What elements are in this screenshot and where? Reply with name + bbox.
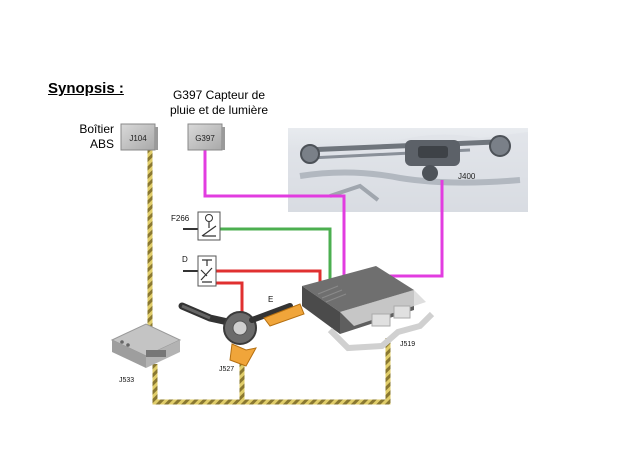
j400-label: J400 bbox=[458, 172, 476, 181]
j104-label: J104 bbox=[129, 134, 147, 143]
d-switch-symbol bbox=[197, 255, 217, 287]
diagram-title: Synopsis : bbox=[48, 80, 124, 97]
red-wires bbox=[216, 269, 322, 312]
j519-label: J519 bbox=[400, 341, 415, 348]
g397-caption-line-2: pluie et de lumière bbox=[169, 103, 269, 117]
g397-label: G397 bbox=[195, 134, 215, 143]
f266-label: F266 bbox=[171, 214, 190, 223]
d-label: D bbox=[182, 255, 188, 264]
j533-label: J533 bbox=[119, 377, 134, 384]
green-wire bbox=[220, 227, 332, 281]
can-bus-wires bbox=[147, 150, 391, 405]
j519-control-unit bbox=[302, 266, 435, 352]
abs-caption-line-2: ABS bbox=[89, 137, 114, 151]
j527-label: J527 bbox=[219, 366, 234, 373]
j533-gateway bbox=[110, 323, 182, 368]
lin-bus-wires bbox=[203, 150, 444, 278]
abs-caption-line-1: Boîtier bbox=[79, 122, 114, 136]
e-label: E bbox=[268, 295, 273, 304]
abs-caption: Boîtier ABS bbox=[78, 122, 114, 152]
f266-switch-symbol bbox=[197, 211, 221, 241]
j104-module bbox=[120, 123, 158, 151]
wiper-motor-photo bbox=[288, 128, 528, 212]
g397-caption-line-1: G397 Capteur de bbox=[172, 88, 266, 102]
g397-sensor bbox=[187, 123, 225, 151]
g397-caption: G397 Capteur de pluie et de lumière bbox=[164, 88, 274, 118]
j527-steering-switch bbox=[178, 302, 305, 367]
